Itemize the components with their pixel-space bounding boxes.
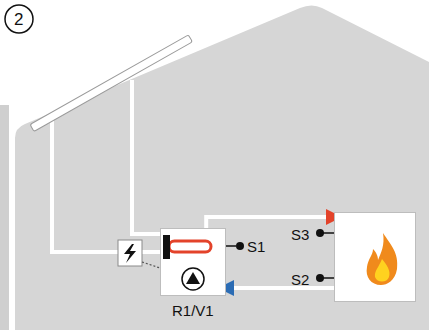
heating-element [169, 241, 211, 252]
solar-pipe [52, 118, 160, 252]
callout-number: 2 [14, 11, 23, 28]
sensor-name: S1 [247, 239, 265, 254]
heater-flange [163, 235, 170, 259]
sensor-cable [142, 262, 160, 268]
unit-name: R1/V1 [172, 303, 214, 318]
flow-pipe [206, 217, 334, 228]
adjacent-panel [0, 105, 9, 330]
controller-box [118, 240, 142, 266]
flame-outer [367, 233, 398, 285]
sensor-dot [236, 242, 244, 250]
return-pipe [226, 286, 334, 290]
solar-collector [30, 35, 192, 132]
pump-triangle [186, 272, 200, 284]
flame-inner [375, 259, 390, 282]
boiler-box: S3S2 [334, 212, 416, 302]
sensor-lead [320, 277, 334, 279]
solar-pipe [132, 80, 160, 234]
pump-illustration [161, 229, 227, 297]
house-shape [15, 6, 429, 330]
lightning-symbol [124, 244, 136, 263]
number-circle [5, 5, 33, 33]
sensor-name: S3 [291, 227, 309, 242]
pump-symbol [182, 268, 204, 290]
sensor-name: S2 [291, 272, 309, 287]
flame-illustration [335, 213, 417, 303]
pump-station: R1/V1 [160, 228, 226, 296]
sensor-lead [226, 245, 236, 247]
sensor-lead [320, 232, 334, 234]
